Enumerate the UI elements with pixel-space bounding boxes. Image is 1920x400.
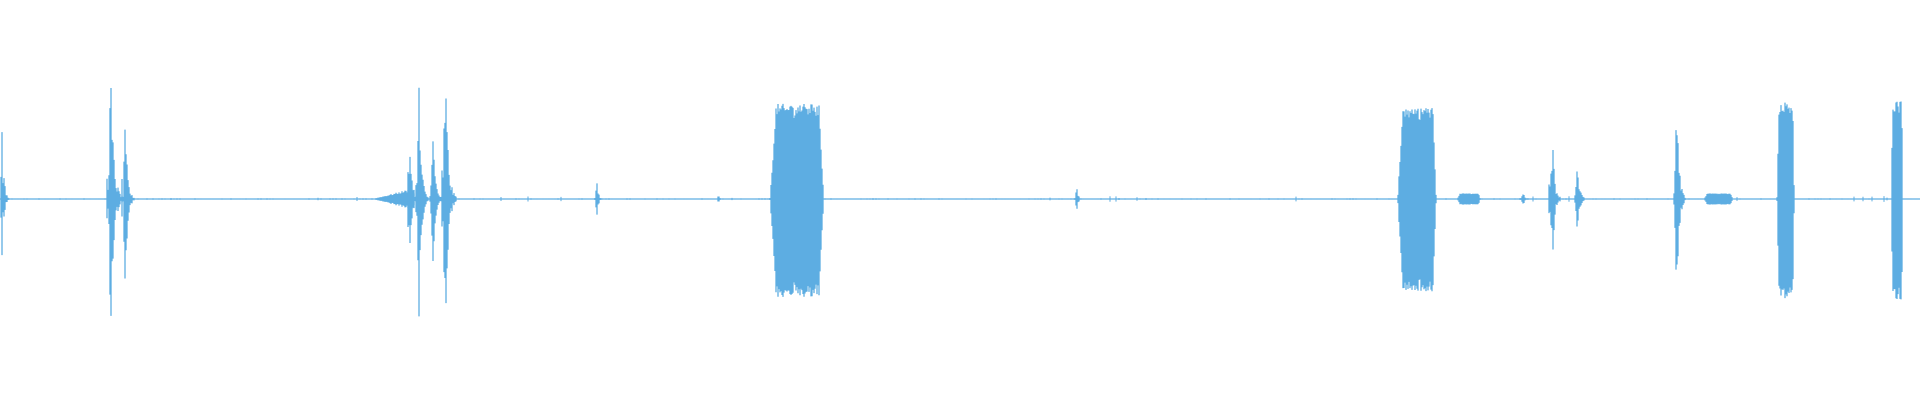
- waveform-segment: [716, 196, 723, 202]
- waveform-segment: [441, 98, 457, 304]
- waveform-segment: [1519, 194, 1533, 204]
- waveform-segment: [1397, 108, 1437, 292]
- waveform-segment: [1457, 193, 1481, 205]
- waveform-segment: [1891, 101, 1903, 300]
- waveform-segment: [1548, 150, 1561, 250]
- waveform-segment: [121, 129, 135, 279]
- waveform-segment: [0, 132, 9, 256]
- waveform-segment: [594, 183, 603, 215]
- waveform-segment: [1704, 193, 1733, 205]
- waveform-segment: [1574, 171, 1585, 227]
- waveform-segment: [769, 103, 824, 297]
- waveform-segment: [1673, 130, 1686, 270]
- waveform-segment: [415, 87, 429, 317]
- waveform-segment: [106, 87, 123, 316]
- waveform-segment: [1776, 102, 1795, 299]
- waveform-segment: [1074, 189, 1083, 209]
- waveform-segment: [429, 141, 442, 261]
